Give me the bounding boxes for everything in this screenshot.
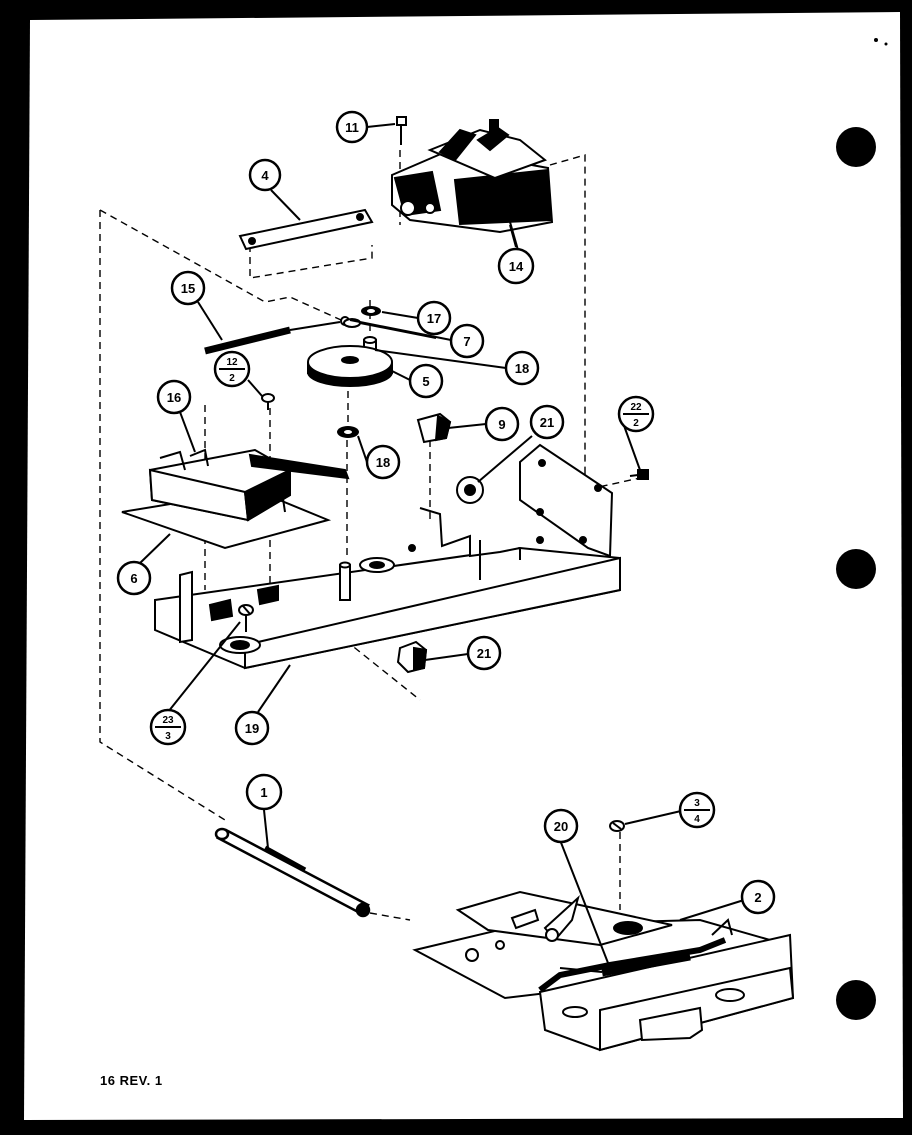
callout-11: 11 <box>335 110 369 144</box>
callout-fraction-12-2: 12 2 <box>213 350 251 388</box>
svg-text:22: 22 <box>630 402 642 413</box>
part-4-link <box>238 208 374 251</box>
svg-text:5: 5 <box>422 374 429 389</box>
svg-text:3: 3 <box>165 731 171 742</box>
page-revision-code: 16 REV. 1 <box>100 1073 163 1088</box>
part-20-spring <box>559 951 691 977</box>
svg-text:9: 9 <box>498 417 505 432</box>
part-3-screw <box>609 820 625 832</box>
svg-text:16: 16 <box>167 390 181 405</box>
svg-text:4: 4 <box>694 814 700 825</box>
callout-fraction-3-4: 3 4 <box>678 791 716 829</box>
svg-text:18: 18 <box>376 455 390 470</box>
binder-hole-bottom <box>836 980 876 1020</box>
svg-text:23: 23 <box>162 715 174 726</box>
callout-18-upper: 18 <box>504 350 540 386</box>
callout-1: 1 <box>245 773 283 811</box>
svg-text:18: 18 <box>515 361 529 376</box>
svg-text:7: 7 <box>463 334 470 349</box>
svg-text:20: 20 <box>554 819 568 834</box>
svg-text:4: 4 <box>261 168 269 183</box>
part-19-base-bracket <box>154 443 621 670</box>
callout-fraction-22-2: 22 2 <box>617 395 655 433</box>
callout-14: 14 <box>497 247 535 285</box>
callout-18-lower: 18 <box>365 444 401 480</box>
part-21-grommet-lower <box>396 640 428 674</box>
callout-21-lower: 21 <box>466 635 502 671</box>
callout-6: 6 <box>116 560 152 596</box>
svg-text:21: 21 <box>540 415 554 430</box>
part-12-screw <box>261 393 275 410</box>
callout-2: 2 <box>740 879 776 915</box>
callout-20: 20 <box>543 808 579 844</box>
part-14-switch-assembly <box>391 119 554 251</box>
part-18-washer-lower <box>337 426 359 438</box>
callout-17: 17 <box>416 300 452 336</box>
svg-text:2: 2 <box>229 373 235 384</box>
callout-9: 9 <box>484 406 520 442</box>
part-2-latch-assembly <box>412 890 795 1052</box>
part-17-washer <box>361 306 381 316</box>
callout-fraction-23-3: 23 3 <box>149 708 187 746</box>
svg-text:3: 3 <box>694 798 700 809</box>
svg-text:19: 19 <box>245 721 259 736</box>
part-11-screw <box>396 116 407 145</box>
part-9-clip <box>416 412 452 444</box>
binder-hole-middle <box>836 549 876 589</box>
part-16-timer-motor <box>121 448 350 550</box>
svg-text:11: 11 <box>345 120 359 135</box>
callout-19: 19 <box>234 710 270 746</box>
part-22-screw <box>629 469 649 480</box>
svg-text:2: 2 <box>754 890 761 905</box>
svg-text:2: 2 <box>633 418 639 429</box>
part-21-grommet-upper <box>456 476 484 504</box>
svg-text:15: 15 <box>181 281 195 296</box>
svg-text:17: 17 <box>427 311 441 326</box>
svg-text:6: 6 <box>130 571 137 586</box>
callout-16: 16 <box>156 379 192 415</box>
binder-hole-top <box>836 127 876 167</box>
callout-21-upper: 21 <box>529 404 565 440</box>
svg-text:14: 14 <box>509 259 524 274</box>
svg-text:1: 1 <box>260 785 267 800</box>
callout-7: 7 <box>449 323 485 359</box>
callout-5: 5 <box>408 363 444 399</box>
callout-15: 15 <box>170 270 206 306</box>
svg-text:12: 12 <box>226 357 238 368</box>
svg-text:21: 21 <box>477 646 491 661</box>
callout-4: 4 <box>248 158 282 192</box>
part-5-cam-wheel <box>307 345 393 387</box>
part-23-screw <box>238 604 254 632</box>
part-1-shaft <box>214 827 371 918</box>
scan-specks <box>874 38 888 46</box>
